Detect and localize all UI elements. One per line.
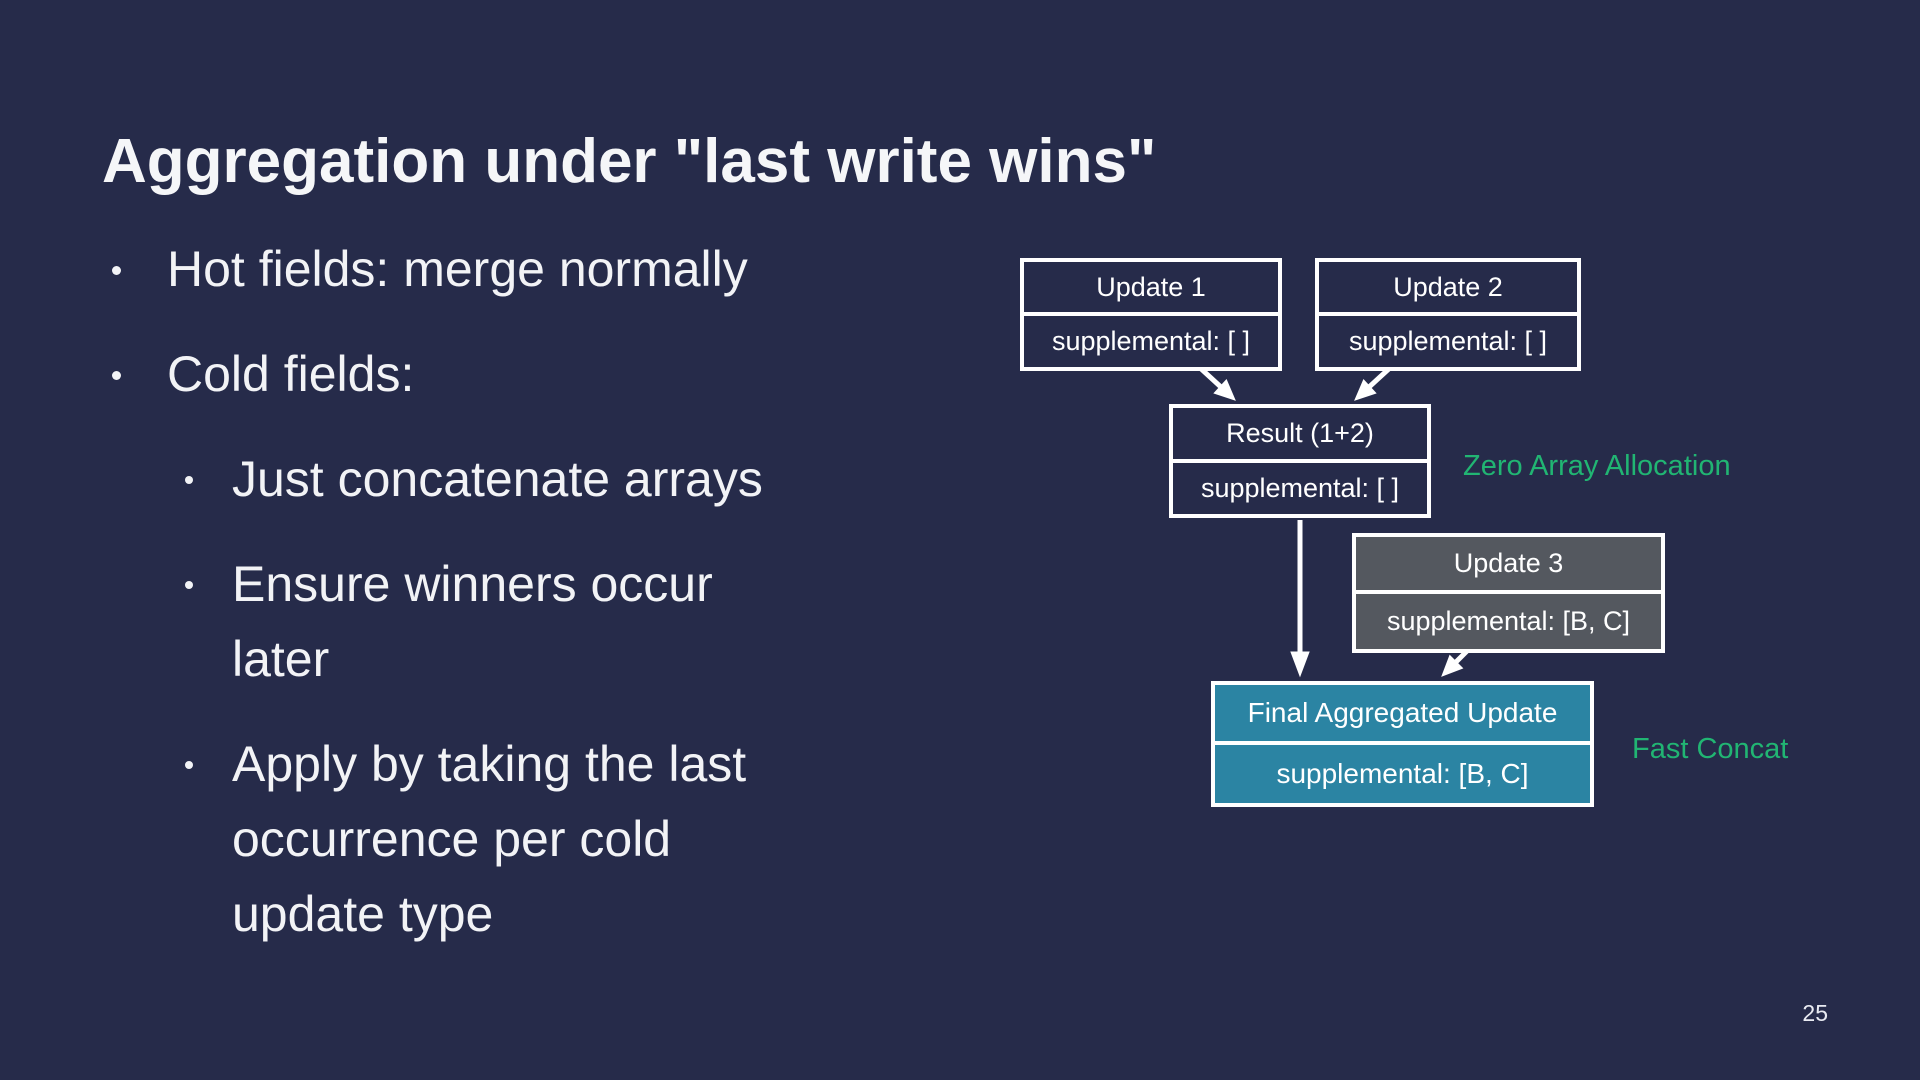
node-value: supplemental: [B, C] (1356, 590, 1661, 649)
bullet-line: Just concatenate arrays (232, 451, 763, 507)
node-title: Update 3 (1453, 548, 1564, 578)
node-value: supplemental: [ ] (1319, 312, 1577, 367)
node-value: supplemental: [B, C] (1215, 741, 1590, 803)
annotation-fast-concat: Fast Concat (1632, 733, 1789, 765)
node-title: Update 1 (1096, 271, 1206, 302)
node-update3: Update 3 supplemental: [B, C] (1352, 533, 1665, 653)
node-value: supplemental: [ ] (1024, 312, 1278, 367)
arrow-update1-to-result (1196, 364, 1236, 401)
slide-title: Aggregation under "last write wins" (102, 126, 1157, 196)
bullet-line: update type (232, 886, 494, 942)
node-result: Result (1+2) supplemental: [ ] (1169, 404, 1431, 518)
page-number: 25 (1802, 1000, 1828, 1026)
node-value: supplemental: [ ] (1173, 459, 1427, 514)
bullet-text: Ensure winners occur later (232, 547, 713, 697)
bullet-line: occurrence per cold (232, 811, 672, 867)
bullet-hot-fields: Hot fields: merge normally (104, 232, 964, 307)
bullet-dot (112, 266, 121, 275)
bullet-text: Cold fields: (167, 337, 414, 412)
bullet-list: Hot fields: merge normally Cold fields: … (104, 232, 964, 982)
bullet-line: Apply by taking the last (232, 736, 747, 792)
bullet-dot (185, 476, 193, 484)
bullet-line: later (232, 631, 330, 687)
node-title: Update 2 (1393, 271, 1503, 302)
bullet-line: Cold fields: (167, 346, 415, 402)
bullet-cold-fields: Cold fields: (104, 337, 964, 412)
node-title: Result (1+2) (1226, 418, 1374, 448)
node-title: Final Aggregated Update (1247, 697, 1558, 728)
bullet-text: Hot fields: merge normally (167, 232, 748, 307)
annotation-zero-array-allocation: Zero Array Allocation (1463, 450, 1731, 482)
bullet-apply-last: Apply by taking the last occurrence per … (104, 727, 964, 952)
bullet-text: Apply by taking the last occurrence per … (232, 727, 746, 952)
bullet-dot (185, 761, 193, 769)
bullet-dot (185, 581, 193, 589)
bullet-line: Ensure winners occur (232, 556, 713, 612)
bullet-concatenate: Just concatenate arrays (104, 442, 964, 517)
node-final: Final Aggregated Update supplemental: [B… (1211, 681, 1594, 807)
bullet-dot (112, 371, 121, 380)
arrow-update2-to-result (1354, 364, 1394, 401)
bullet-line: Hot fields: merge normally (167, 241, 748, 297)
arrow-update3-to-final (1441, 648, 1470, 677)
arrow-result-to-final (1290, 520, 1310, 678)
bullet-winners: Ensure winners occur later (104, 547, 964, 697)
node-update1: Update 1 supplemental: [ ] (1020, 258, 1282, 371)
node-update2: Update 2 supplemental: [ ] (1315, 258, 1581, 371)
bullet-text: Just concatenate arrays (232, 442, 763, 517)
